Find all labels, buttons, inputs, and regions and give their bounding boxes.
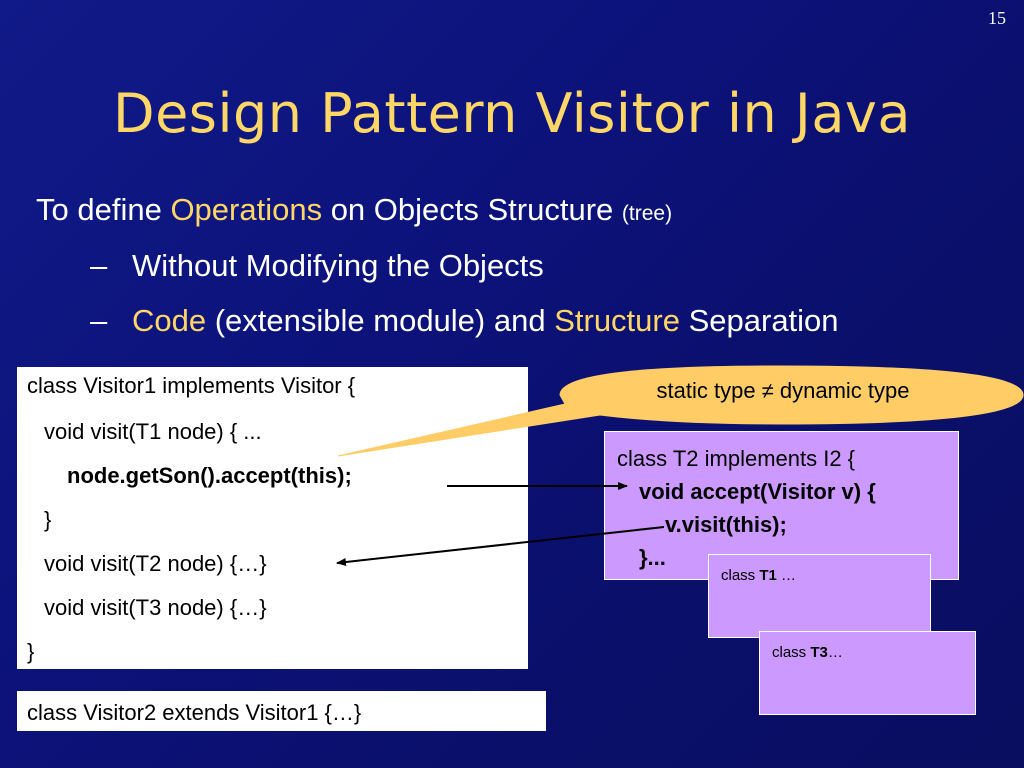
code-line: void visit(T1 node) { ... [44,419,262,444]
code-line: } [27,639,35,664]
bullet-dash: – [90,303,108,338]
callout-text: static type ≠ dynamic type [656,378,910,403]
class-t3-suffix: … [827,644,843,661]
bullet-dash: – [90,248,108,283]
code-line: class Visitor1 implements Visitor { [27,373,356,398]
code-line: }... [639,545,666,570]
code-line: void visit(T3 node) {…} [44,595,267,620]
bullet-main-highlight: Operations [170,192,323,227]
bullet-sub-1: –Without Modifying the Objects [90,250,544,281]
bullet-main: To define Operations on Objects Structur… [36,194,672,225]
code-line-visit-t2: void visit(T2 node) {…} [44,551,267,576]
callout-bubble [337,365,1024,457]
class-t1-label: class T1 … [721,567,796,584]
class-t3-name: T3 [810,644,828,661]
code-line: class Visitor2 extends Visitor1 {…} [27,700,362,725]
class-t1-suffix: … [776,567,797,584]
class-t3-prefix: class [772,644,811,661]
class-t1-name: T1 [759,567,777,584]
visitor1-code-box: class Visitor1 implements Visitor { void… [17,367,528,669]
slide-title: Design Pattern Visitor in Java [113,82,911,145]
code-line-accept-call: node.getSon().accept(this); [67,463,352,488]
bullet-main-middle: on Objects Structure [322,192,622,227]
bullet-sub-2: –Code (extensible module) and Structure … [90,305,839,336]
class-t1-box: class T1 … [708,554,931,638]
arrow-visit-to-visitor [336,526,665,566]
code-line: class T2 implements I2 { [617,446,856,471]
bullet-sub-1-text: Without Modifying the Objects [132,248,544,283]
slide-number: 15 [988,8,1006,28]
code-line-accept-method: void accept(Visitor v) { [639,479,876,504]
code-line: } [44,507,52,532]
bullet-sub-2-suffix: Separation [679,303,839,338]
bullet-sub-2-highlight-structure: Structure [554,303,680,338]
code-line: v.visit(this); [665,512,787,537]
bullet-main-note: (tree) [621,202,673,225]
class-t3-box: class T3… [759,631,976,715]
bullet-sub-2-highlight-code: Code [132,303,207,338]
bullet-sub-2-middle: (extensible module) and [206,303,555,338]
class-t1-prefix: class [721,567,760,584]
visitor2-code-box: class Visitor2 extends Visitor1 {…} [17,691,546,731]
class-t3-label: class T3… [772,644,843,661]
bullet-main-prefix: To define [36,192,171,227]
